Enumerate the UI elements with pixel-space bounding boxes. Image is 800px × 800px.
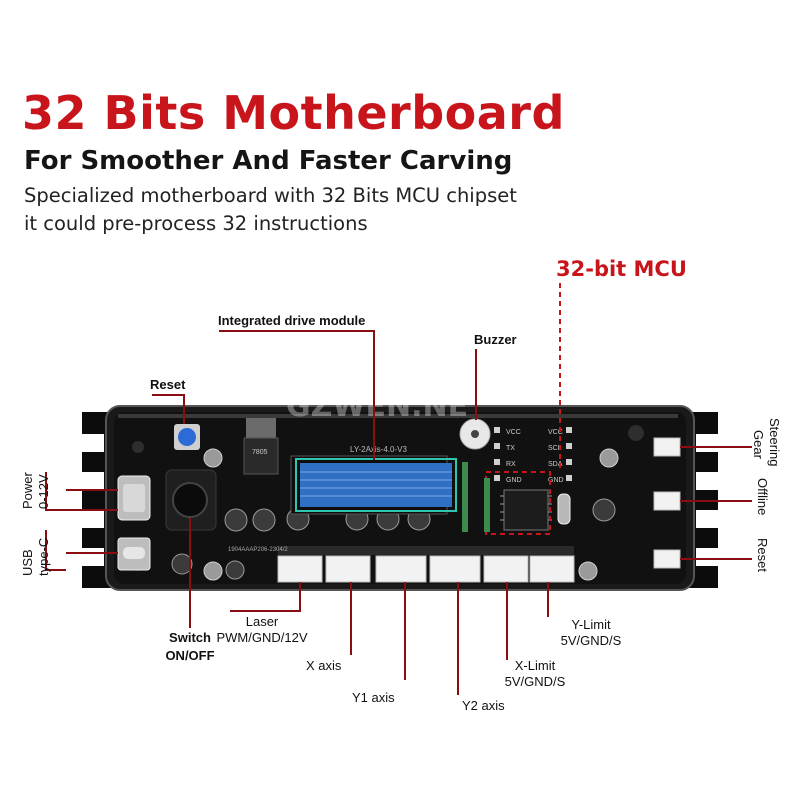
steering-gear-connector <box>653 437 681 457</box>
y2-axis-callout: Y2 axis <box>462 698 505 713</box>
mcu-chip <box>503 489 549 531</box>
y-limit-pins-callout: 5V/GND/S <box>560 633 622 648</box>
usb-type-callout: type-C <box>36 537 51 576</box>
y1-axis-callout: Y1 axis <box>352 690 395 705</box>
power-callout: Power <box>20 472 35 509</box>
silkscreen-model: LY-2Axis-4.0-V3 <box>350 445 407 454</box>
usb-callout: USB <box>20 549 35 576</box>
crystal <box>557 493 571 525</box>
watermark: GZWEN.NE <box>286 389 468 424</box>
gear-callout: Gear <box>751 430 766 459</box>
regulator-tab <box>246 418 276 440</box>
leader-lines <box>45 330 752 695</box>
description-line-1: Specialized motherboard with 32 Bits MCU… <box>24 184 517 207</box>
power-switch-knob <box>172 482 208 518</box>
green-pin-row <box>462 462 490 532</box>
x-limit-callout: X-Limit <box>514 658 556 673</box>
bottom-connectors <box>277 555 575 583</box>
laser-callout: Laser <box>245 614 279 629</box>
page-title: 32 Bits Motherboard <box>22 86 565 140</box>
pin-label-3: GND <box>506 477 522 484</box>
pin-label-r0: VCC <box>548 429 563 436</box>
reset-top-callout: Reset <box>150 377 186 392</box>
pin-label-r2: SDA <box>548 461 563 468</box>
pin-label-r3: GND <box>548 477 564 484</box>
laser-pins-callout: PWM/GND/12V <box>216 630 308 645</box>
reset-connector <box>653 549 681 569</box>
header-pins-left <box>494 427 500 481</box>
drive-module-callout: Integrated drive module <box>218 313 366 328</box>
x-limit-pins-callout: 5V/GND/S <box>504 674 566 689</box>
regulator-label: 7805 <box>252 449 268 456</box>
pin-label-2: RX <box>506 461 516 468</box>
offline-callout: Offline <box>755 478 770 516</box>
offline-connector <box>653 491 681 511</box>
drive-module-highlight <box>295 458 457 512</box>
drive-module <box>300 463 452 507</box>
pin-label-0: VCC <box>506 429 521 436</box>
x-axis-callout: X axis <box>306 658 342 673</box>
switch-callout: Switch <box>169 630 211 645</box>
mcu-callout: 32-bit MCU <box>556 257 687 281</box>
switch-state-callout: ON/OFF <box>165 648 215 663</box>
page-subtitle: For Smoother And Faster Carving <box>24 146 513 176</box>
steering-callout: Steering <box>767 418 782 467</box>
y-limit-callout: Y-Limit <box>571 617 611 632</box>
header-pins-right <box>566 427 572 481</box>
power-range-callout: 0-12V <box>36 474 51 509</box>
description-line-2: it could pre-process 32 instructions <box>24 212 368 235</box>
reset-right-callout: Reset <box>755 538 770 572</box>
pin-label-r1: SCL <box>548 445 562 452</box>
pin-label-1: TX <box>506 445 515 452</box>
buzzer-callout: Buzzer <box>474 332 517 347</box>
silkscreen-bottom: 1904AAAP206-2304/2 <box>228 547 288 553</box>
